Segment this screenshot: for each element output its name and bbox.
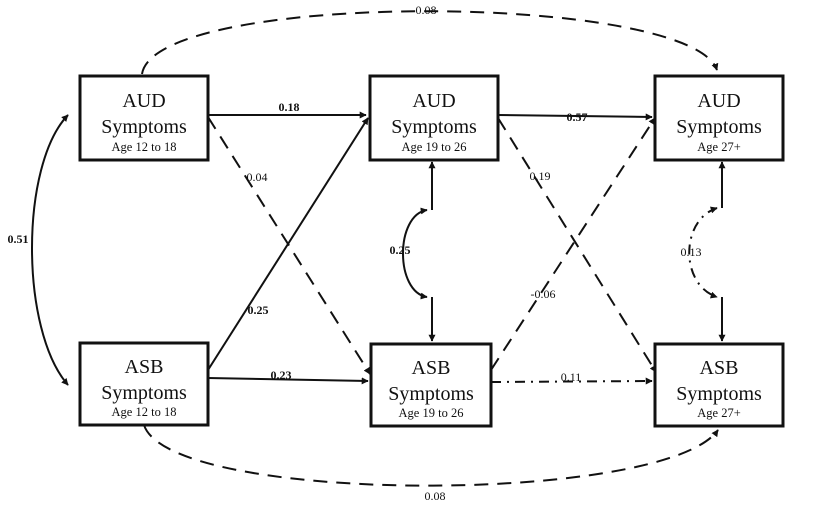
path-asb2-to-asb3 [490,377,653,385]
box-age: Age 19 to 26 [402,140,467,154]
box-asb-age-12-18: ASB Symptoms Age 12 to 18 [78,341,210,427]
box-aud-age-19-26: AUD Symptoms Age 19 to 26 [368,74,500,162]
coef-asb1-asb3: 0.08 [425,489,446,503]
box-subtitle: Symptoms [101,116,187,138]
box-age: Age 27+ [697,406,741,420]
coef-aud2-aud3: 0.57 [567,110,588,124]
box-subtitle: Symptoms [388,383,474,405]
path-aud2-to-asb3 [497,117,657,373]
box-asb-age-19-26: ASB Symptoms Age 19 to 26 [369,342,493,428]
coef-cov-t1: 0.51 [8,232,29,246]
path-asb1-to-aud2 [207,117,369,371]
box-subtitle: Symptoms [676,383,762,405]
box-title: ASB [412,357,451,379]
coef-asb2-asb3: 0.11 [561,370,582,384]
path-asb1-to-asb3 [143,424,719,487]
box-title: AUD [122,90,165,112]
path-asb1-to-asb2 [207,377,369,385]
box-age: Age 12 to 18 [112,405,177,419]
covariance-t1 [31,114,69,386]
path-asb2-to-aud3 [490,117,656,371]
coef-cov-t3: 0.13 [681,245,702,259]
box-age: Age 12 to 18 [112,140,177,154]
box-subtitle: Symptoms [391,116,477,138]
box-title: ASB [125,356,164,378]
box-title: ASB [700,357,739,379]
path-aud1-to-aud3 [141,10,719,75]
coef-asb2-aud3: -0.06 [531,287,556,301]
box-subtitle: Symptoms [101,382,187,404]
coef-aud1-aud2: 0.18 [279,100,300,114]
box-aud-age-12-18: AUD Symptoms Age 12 to 18 [78,74,210,162]
box-title: AUD [412,90,455,112]
coef-cov-t2: 0.25 [390,243,411,257]
coef-asb1-asb2: 0.23 [271,368,292,382]
coef-asb1-aud2: 0.25 [248,303,269,317]
box-aud-age-27-plus: AUD Symptoms Age 27+ [653,74,785,162]
path-aud1-to-asb2 [207,116,371,375]
box-age: Age 19 to 26 [399,406,464,420]
box-subtitle: Symptoms [676,116,762,138]
covariance-t2 [402,207,428,300]
box-title: AUD [697,90,740,112]
box-age: Age 27+ [697,140,741,154]
coef-aud1-asb2: 0.04 [247,170,268,184]
covariance-t3 [688,206,718,299]
box-asb-age-27-plus: ASB Symptoms Age 27+ [653,342,785,428]
coef-aud1-aud3: 0.08 [416,3,437,17]
coef-aud2-asb3: 0.19 [530,169,551,183]
path-aud2-to-aud3 [497,113,653,121]
